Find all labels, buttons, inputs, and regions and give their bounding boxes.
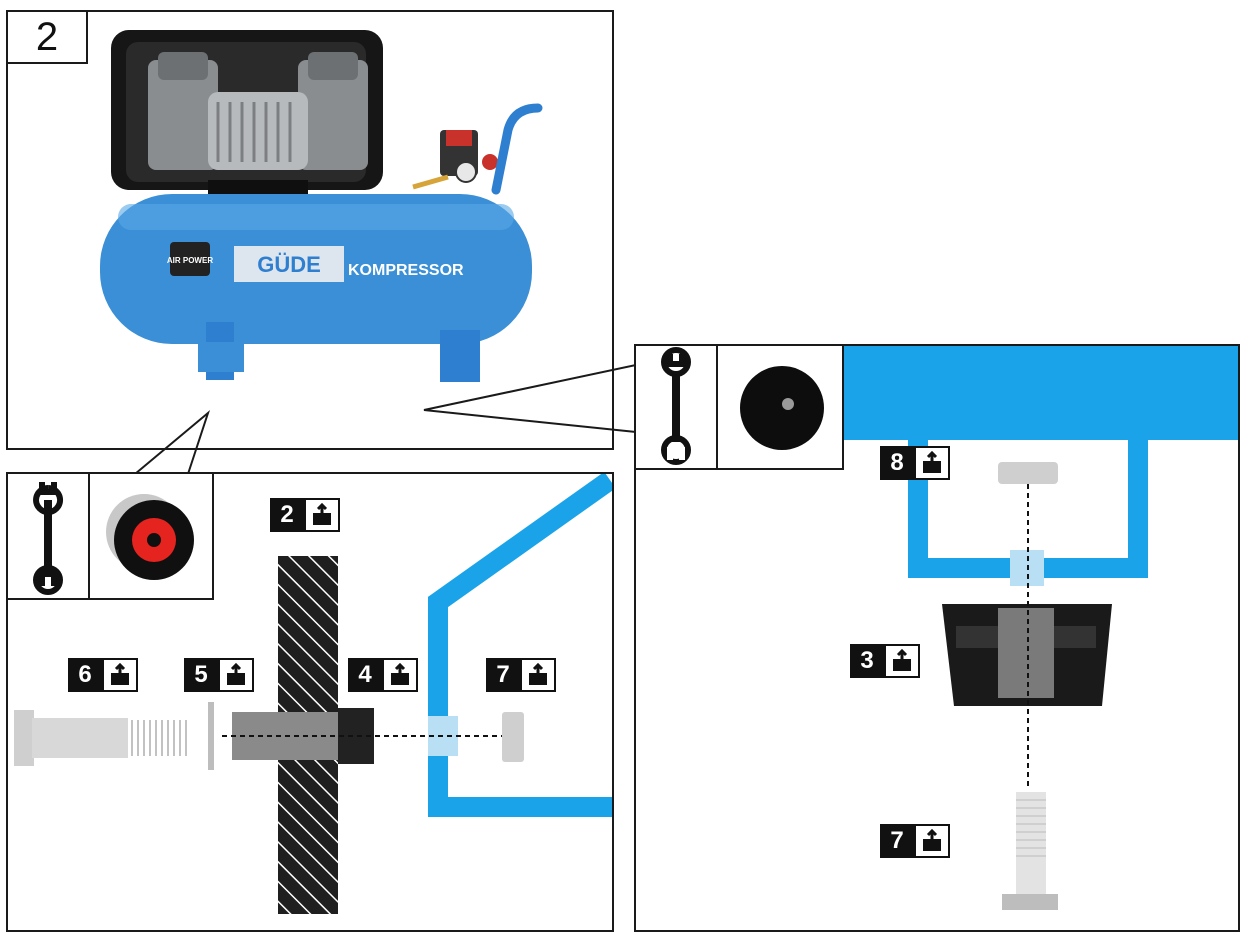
part-label-3: 3	[850, 644, 920, 678]
brand-logo: GÜDE	[257, 252, 321, 277]
tool-inset	[634, 344, 844, 470]
parts-box-icon	[914, 824, 950, 858]
wrench-icon	[33, 482, 64, 595]
tool-inset	[6, 472, 214, 600]
part-label-7: 7	[486, 658, 556, 692]
part-label-5: 5	[184, 658, 254, 692]
left-assembly-panel: 2 6 5 4 7	[6, 472, 614, 932]
rubber-foot-icon	[106, 494, 194, 580]
parts-box-icon	[218, 658, 254, 692]
parts-box-icon	[102, 658, 138, 692]
step-number: 2	[6, 10, 88, 64]
right-assembly-drawing	[844, 346, 1238, 910]
compressor-illustration: GÜDE KOMPRESSOR AIR POWER	[100, 30, 543, 382]
rubber-foot-icon	[740, 366, 824, 450]
air-power-badge: AIR POWER	[167, 256, 213, 265]
parts-box-icon	[520, 658, 556, 692]
part-label-4: 4	[348, 658, 418, 692]
part-label-8: 8	[880, 446, 950, 480]
parts-box-icon	[382, 658, 418, 692]
part-label-7b: 7	[880, 824, 950, 858]
compressor-photo-panel: GÜDE KOMPRESSOR AIR POWER 2	[6, 10, 614, 450]
wrench-icon	[661, 347, 691, 465]
parts-box-icon	[884, 644, 920, 678]
parts-box-icon	[914, 446, 950, 480]
left-assembly-drawing	[14, 474, 612, 914]
parts-box-icon	[304, 498, 340, 532]
part-label-6: 6	[68, 658, 138, 692]
right-assembly-panel: 8 3 7	[634, 344, 1240, 932]
part-label-2: 2	[270, 498, 340, 532]
product-text: KOMPRESSOR	[348, 262, 464, 279]
